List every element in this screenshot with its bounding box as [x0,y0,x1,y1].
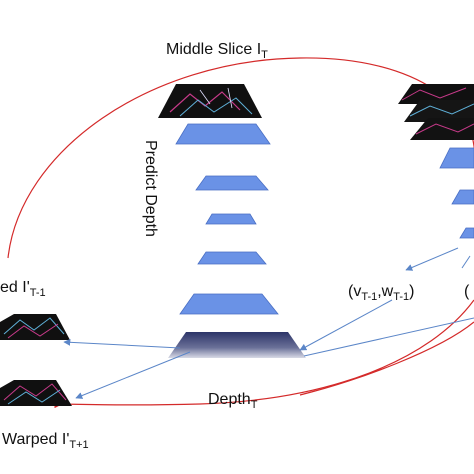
layer-5 [179,293,279,315]
arrow-depth-to-warped-prev [63,338,181,349]
arrow-network-to-flow [405,247,459,271]
flow-network-layers [439,147,474,239]
layer-1 [175,123,271,145]
depth-map [168,332,306,358]
warped-prev-label: ed I'T-1 [0,279,46,299]
warped-next-image [0,380,72,406]
arrow-depth-to-warped-next [75,351,191,399]
arrow-network-to-flow-2 [461,255,471,269]
flow-layer-2 [451,189,474,205]
middle-slice-label: Middle Slice IT [166,41,268,61]
right-slice-stack [398,84,474,140]
warped-next-label: Warped I'T+1 [2,431,89,451]
flow-label-cut: ( [464,283,470,300]
layer-4 [197,251,267,265]
depth-label: DepthT [208,391,258,411]
arrow-flow-to-depth [299,299,393,351]
flow-layer-3 [459,227,474,239]
red-loop-ellipse-right-arc [299,321,474,396]
predict-depth-label: Predict Depth [142,140,159,237]
layer-3 [205,213,257,225]
flow-label: (vT-1,wT-1) [348,283,414,303]
middle-slice-image [158,84,262,118]
layer-2 [195,175,269,191]
depth-network-layers [175,123,279,315]
warped-prev-image [0,314,70,340]
flow-layer-1 [439,147,474,169]
arrow-flow-right [303,317,474,357]
